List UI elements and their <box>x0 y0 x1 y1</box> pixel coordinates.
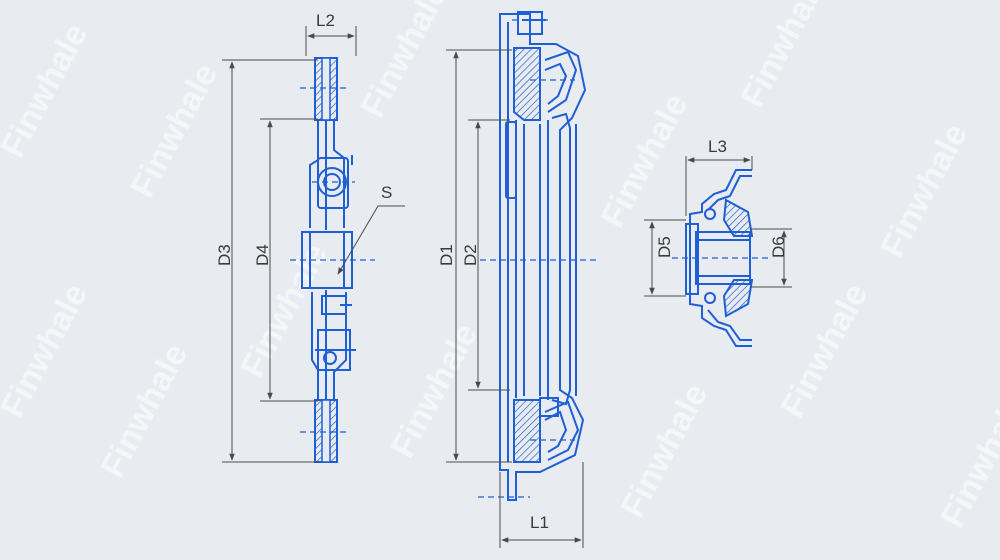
clutch-disc <box>301 57 356 463</box>
bearing-seal-top <box>722 198 754 237</box>
watermark: Finwhale <box>354 0 456 124</box>
dim-label-l1: L1 <box>530 513 549 532</box>
plate-ring-bottom <box>513 399 541 463</box>
dim-label-d1: D1 <box>437 244 456 266</box>
bearing-ball-top <box>704 208 716 220</box>
disc-centerlines <box>290 87 375 433</box>
watermark: Finwhale <box>874 117 976 263</box>
watermark: Finwhale <box>594 87 696 233</box>
dim-label-d3: D3 <box>215 244 234 266</box>
bearing-ball-bottom <box>704 292 716 304</box>
watermark: Finwhale <box>124 57 226 203</box>
watermark: Finwhale <box>94 337 196 483</box>
disc-dimensions <box>222 26 405 463</box>
dim-label-d2: D2 <box>461 244 480 266</box>
pressure-plate <box>499 11 587 501</box>
dim-label-l3: L3 <box>708 137 727 156</box>
dim-label-l2: L2 <box>316 11 335 30</box>
watermark: Finwhale <box>934 387 1000 533</box>
watermark: Finwhale <box>0 17 95 163</box>
dim-label-d6: D6 <box>769 236 788 258</box>
bearing-seal-bottom <box>722 279 754 318</box>
dim-label-d5: D5 <box>655 236 674 258</box>
release-bearing <box>685 169 754 347</box>
plate-centerlines <box>478 19 600 498</box>
watermark: Finwhale <box>614 377 716 523</box>
watermark: Finwhale <box>734 0 836 114</box>
dim-label-d4: D4 <box>253 244 272 266</box>
bearing-dimensions <box>644 156 792 297</box>
watermark: Finwhale <box>774 277 876 423</box>
watermark: Finwhale <box>0 277 95 423</box>
watermark: Finwhale <box>384 317 486 463</box>
plate-dimensions <box>446 49 584 548</box>
plate-ring-top <box>513 47 541 121</box>
dim-label-s: S <box>381 183 392 202</box>
